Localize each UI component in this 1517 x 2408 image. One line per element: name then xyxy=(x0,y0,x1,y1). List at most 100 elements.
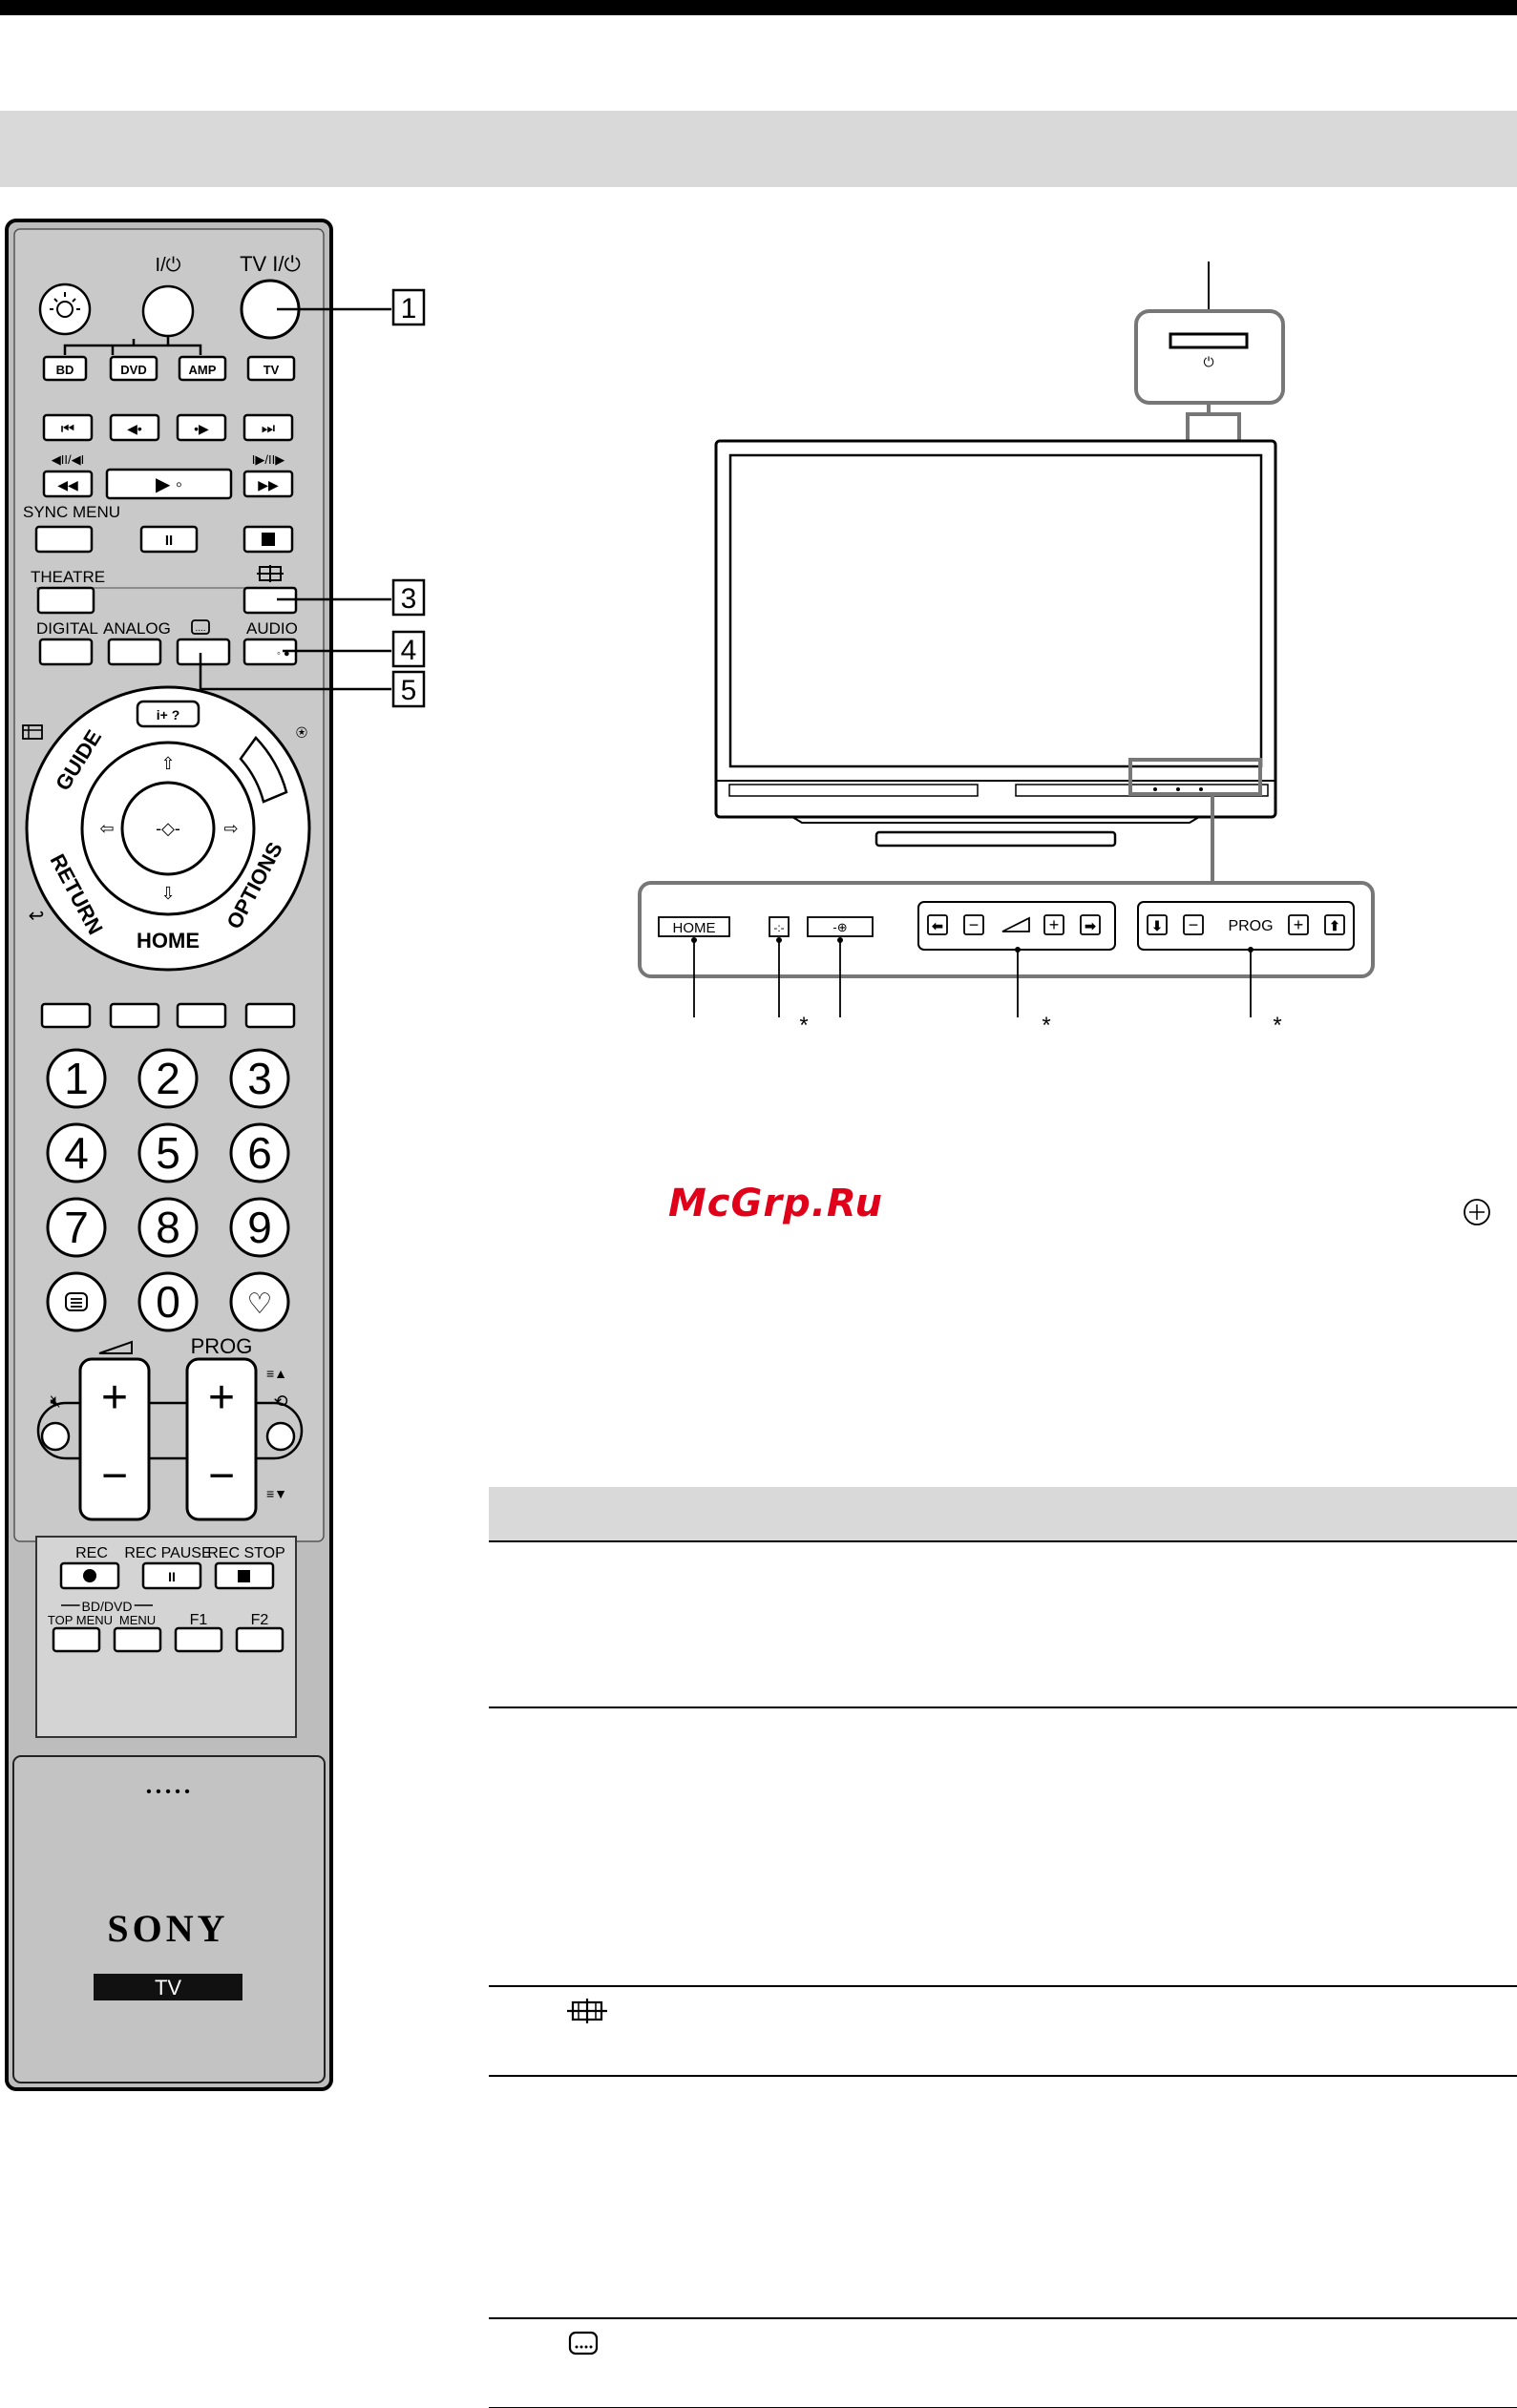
wide-mode-icon xyxy=(567,1999,607,2023)
volume-rocker[interactable] xyxy=(78,1357,151,1521)
green-button[interactable] xyxy=(109,1002,160,1029)
stop-icon xyxy=(262,533,275,546)
digit-8-button[interactable] xyxy=(137,1197,199,1258)
menu-button[interactable] xyxy=(113,1626,162,1653)
favourites-button[interactable] xyxy=(229,1271,290,1332)
table-rule-4 xyxy=(489,2075,1517,2077)
tv-input-button[interactable] xyxy=(807,916,874,937)
digit-6-label: 6 xyxy=(247,1128,272,1178)
tv-up-arrow-icon: ⬆ xyxy=(1329,918,1340,933)
mute-button[interactable] xyxy=(40,1421,71,1452)
standby-icon: ⏻ xyxy=(1203,354,1213,369)
ok-button[interactable] xyxy=(120,781,216,876)
tv-volume-up-button[interactable] xyxy=(1043,914,1064,935)
digit-0-button[interactable] xyxy=(137,1271,199,1332)
callouts: 1 3 4 5 xyxy=(199,288,426,708)
light-button[interactable] xyxy=(38,283,92,336)
svg-text:1: 1 xyxy=(401,293,417,325)
tv-volume-down-button[interactable] xyxy=(963,914,984,935)
dvd-button[interactable] xyxy=(109,355,158,382)
indicator-dots: • • • • • xyxy=(146,1784,190,1800)
tv-badge-label: TV xyxy=(155,1976,181,2000)
tv-home-button[interactable] xyxy=(658,916,730,937)
digit-7-button[interactable] xyxy=(46,1197,107,1258)
digital-label: DIGITAL xyxy=(36,619,98,638)
remote-control: I/⏻ TV I/⏻ BD DVD AMP TV ⏮ ◀• •▶ ⏭ ◀II/◀… xyxy=(5,219,333,2091)
tv-prog-down-button[interactable] xyxy=(1183,914,1204,935)
digit-5-button[interactable] xyxy=(137,1122,199,1183)
table-rule-2 xyxy=(489,1707,1517,1708)
advance-button[interactable] xyxy=(176,413,227,442)
subtitle-icon: .... xyxy=(191,619,210,635)
digit-1-button[interactable] xyxy=(46,1048,107,1109)
svg-text:+: + xyxy=(1049,915,1060,934)
left-arrow-icon[interactable]: ⇦ xyxy=(99,819,114,838)
digit-9-button[interactable] xyxy=(229,1197,290,1258)
advance-icon: •▶ xyxy=(194,421,209,436)
callout-5 xyxy=(391,670,426,708)
digit-2-button[interactable] xyxy=(137,1048,199,1109)
rec-pause-button[interactable] xyxy=(141,1561,202,1590)
theatre-button[interactable] xyxy=(36,586,95,615)
yellow-button[interactable] xyxy=(176,1002,227,1029)
audio-label: AUDIO xyxy=(246,619,298,638)
record-icon xyxy=(83,1569,96,1582)
info-button[interactable] xyxy=(136,700,200,728)
sync-menu-label: SYNC MENU xyxy=(23,503,120,521)
replay-button[interactable] xyxy=(109,413,160,442)
top-menu-button[interactable] xyxy=(52,1626,101,1653)
tv-illustration: ⏻ HOME -:- -⊕ ⬅ − + ➡ ⬇ xyxy=(638,262,1375,1038)
digital-button[interactable] xyxy=(38,638,94,666)
fast-forward-button[interactable] xyxy=(242,470,294,498)
subtitle-button[interactable] xyxy=(176,638,231,666)
teletext-button[interactable] xyxy=(46,1271,107,1332)
sync-menu-button[interactable] xyxy=(34,525,94,554)
red-button[interactable] xyxy=(40,1002,92,1029)
analog-button[interactable] xyxy=(107,638,162,666)
fast-forward-icon: ▶▶ xyxy=(258,477,279,492)
home-label[interactable]: HOME xyxy=(137,929,200,953)
previous-button[interactable] xyxy=(42,413,94,442)
f2-button[interactable] xyxy=(235,1626,284,1653)
jump-button[interactable] xyxy=(265,1421,296,1452)
down-arrow-icon[interactable]: ⇩ xyxy=(160,884,175,903)
info-icon: i+ ? xyxy=(157,707,180,722)
power-button[interactable] xyxy=(141,284,195,338)
tv-badge xyxy=(94,1974,242,2000)
prog-rocker[interactable] xyxy=(185,1357,258,1521)
center-icon: -◇- xyxy=(156,819,180,838)
tv-power-switch[interactable] xyxy=(1169,332,1249,349)
numeric-keypad: 1 2 3 4 5 6 7 8 9 0 xyxy=(46,1048,290,1332)
callout-1 xyxy=(391,288,426,326)
pause-button[interactable] xyxy=(139,525,199,554)
bd-button[interactable] xyxy=(42,355,88,382)
digit-3-label: 3 xyxy=(247,1054,272,1103)
next-button[interactable] xyxy=(242,413,294,442)
tv-right-button[interactable] xyxy=(1080,914,1101,935)
tv-option-button[interactable] xyxy=(769,916,790,937)
option-icon: -:- xyxy=(773,921,784,934)
digit-6-button[interactable] xyxy=(229,1122,290,1183)
amp-button[interactable] xyxy=(178,355,227,382)
back-icon: ↩ xyxy=(29,906,45,927)
tv-prog-label: PROG xyxy=(1228,918,1273,934)
tv-source-button[interactable] xyxy=(246,355,296,382)
f1-button[interactable] xyxy=(174,1626,223,1653)
tv-prog-up-button[interactable] xyxy=(1288,914,1309,935)
rewind-button[interactable] xyxy=(42,470,94,498)
table-rule-3 xyxy=(489,1985,1517,1987)
input-button[interactable] xyxy=(239,736,288,804)
right-arrow-icon[interactable]: ⇨ xyxy=(223,819,238,838)
tv-up-button[interactable] xyxy=(1324,914,1345,935)
digit-3-button[interactable] xyxy=(229,1048,290,1109)
tv-down-button[interactable] xyxy=(1147,914,1168,935)
digit-4-button[interactable] xyxy=(46,1122,107,1183)
navigation-ring: -◇- ⇧ ⇩ ⇦ ⇨ i+ ? GUIDE RETURN HOME OPTIO… xyxy=(25,685,311,972)
tv-left-button[interactable] xyxy=(927,914,948,935)
callout-3 xyxy=(391,578,426,617)
up-arrow-icon[interactable]: ⇧ xyxy=(160,754,175,773)
volume-plus: + xyxy=(101,1372,128,1423)
blue-button[interactable] xyxy=(244,1002,296,1029)
power-label: I/⏻ xyxy=(156,255,181,276)
play-button[interactable] xyxy=(105,468,233,500)
